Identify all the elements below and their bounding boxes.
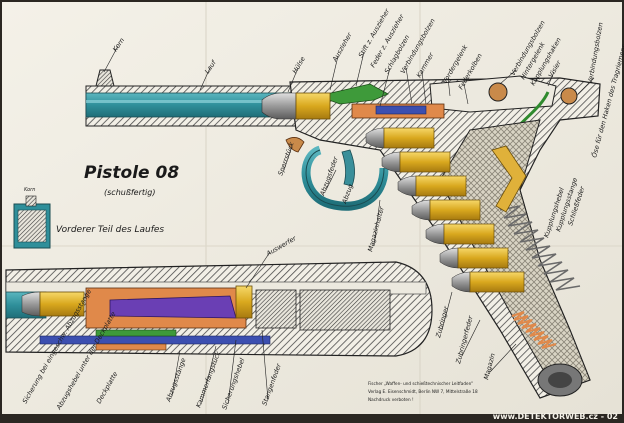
chambered-bullet	[261, 92, 297, 120]
top-view-firing-pin	[109, 295, 237, 319]
magazine-spring	[499, 205, 581, 291]
cartridge	[451, 271, 525, 293]
top-view-toggle	[255, 289, 297, 329]
cartridge	[425, 223, 495, 245]
recoil-spring-orange	[511, 311, 557, 349]
cartridge	[397, 175, 467, 197]
barrel-front-detail	[13, 195, 51, 249]
poster-title: Pistole 08	[84, 163, 179, 183]
publisher-line-2: Verlag E. Eisenschmidt, Berlin NW 7, Mit…	[368, 389, 478, 394]
publisher-line-3: Nachdruck verboten !	[368, 397, 414, 402]
cartridge	[439, 247, 509, 269]
barrel-front-label: Vorderer Teil des Laufes	[56, 225, 164, 235]
cartridge	[381, 151, 451, 173]
poster-subtitle: (schußfertig)	[104, 188, 155, 197]
leader-lines	[103, 45, 595, 405]
locking-piece	[285, 137, 305, 153]
barrel-bore	[85, 92, 297, 118]
korn-small-label: Korn	[24, 187, 35, 193]
cartridge	[365, 127, 435, 149]
rear-pin	[560, 87, 578, 105]
top-view-case	[39, 291, 85, 317]
coupling-lever	[491, 145, 527, 213]
firing-pin-blue	[375, 105, 427, 115]
extractor-green	[316, 83, 389, 105]
top-view-extractor	[235, 285, 253, 319]
chambered-case	[295, 92, 331, 120]
top-view-orange-bar	[95, 343, 167, 351]
top-view-bullet	[21, 291, 41, 317]
toggle-knob	[488, 82, 508, 102]
magazine-cartridges	[365, 127, 525, 293]
cartridge	[411, 199, 481, 221]
pistol-cutaway-main	[85, 69, 601, 399]
top-view-green-bar	[95, 329, 177, 337]
front-sight	[95, 69, 115, 87]
publisher-line-1: Fischer „Waffen- und schießtechnischer L…	[368, 381, 473, 386]
pistol-top-view	[5, 261, 433, 357]
trigger	[341, 149, 355, 187]
watermark: www.DETEKTORWEB.cz - 02	[493, 412, 618, 421]
